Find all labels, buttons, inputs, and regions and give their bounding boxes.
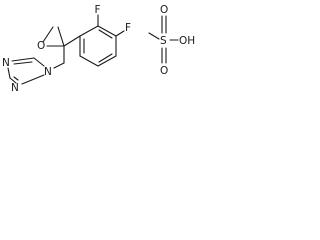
- epoxide-ring: O: [37, 26, 65, 52]
- bond-c-f-para: [115, 30, 125, 37]
- main-molecule: O F F N N N: [2, 4, 131, 94]
- bond-c3-n2-double: [13, 76, 19, 81]
- bond-ar-double-b: [98, 53, 113, 63]
- triazole-n2-label: N: [11, 82, 19, 94]
- structure-drawing: O F F N N N: [2, 4, 195, 94]
- bond-c5-n4-double: [13, 61, 33, 65]
- hydroxyl-label: OH: [179, 35, 195, 47]
- methanesulfonic-acid: S O O OH: [148, 4, 195, 77]
- bond-ch2-n1: [53, 62, 65, 69]
- sulfur-label: S: [160, 35, 167, 47]
- bond-c2-aryl: [63, 35, 81, 47]
- triazole-n4-label: N: [2, 57, 10, 69]
- bond-ar-2-3: [97, 25, 117, 37]
- triazole-ring: N N N: [2, 57, 52, 94]
- bond-ar-5-6: [79, 55, 99, 67]
- bond-ring-c2-c3: [57, 26, 65, 47]
- bond-ar-double-a: [98, 29, 113, 39]
- fluorine-para-label: F: [125, 22, 131, 34]
- oxo-bottom-label: O: [160, 65, 168, 77]
- fluorine-ortho-label: F: [95, 4, 101, 16]
- bond-c5-n4: [11, 57, 35, 62]
- bond-c3-n2: [9, 77, 17, 84]
- oxo-top-label: O: [160, 4, 168, 16]
- triazole-n1-label: N: [44, 66, 52, 78]
- bond-ar-1-2: [79, 25, 99, 37]
- bond-n2-n1: [21, 74, 45, 85]
- benzene-ring: [79, 25, 117, 67]
- bond-n4-c3: [7, 67, 11, 79]
- bond-ring-o-c3: [42, 26, 54, 43]
- bond-ch3-s: [148, 32, 160, 40]
- epoxide-oxygen-label: O: [37, 40, 45, 52]
- bond-n1-c5: [33, 57, 45, 67]
- bond-ar-4-5: [97, 55, 117, 67]
